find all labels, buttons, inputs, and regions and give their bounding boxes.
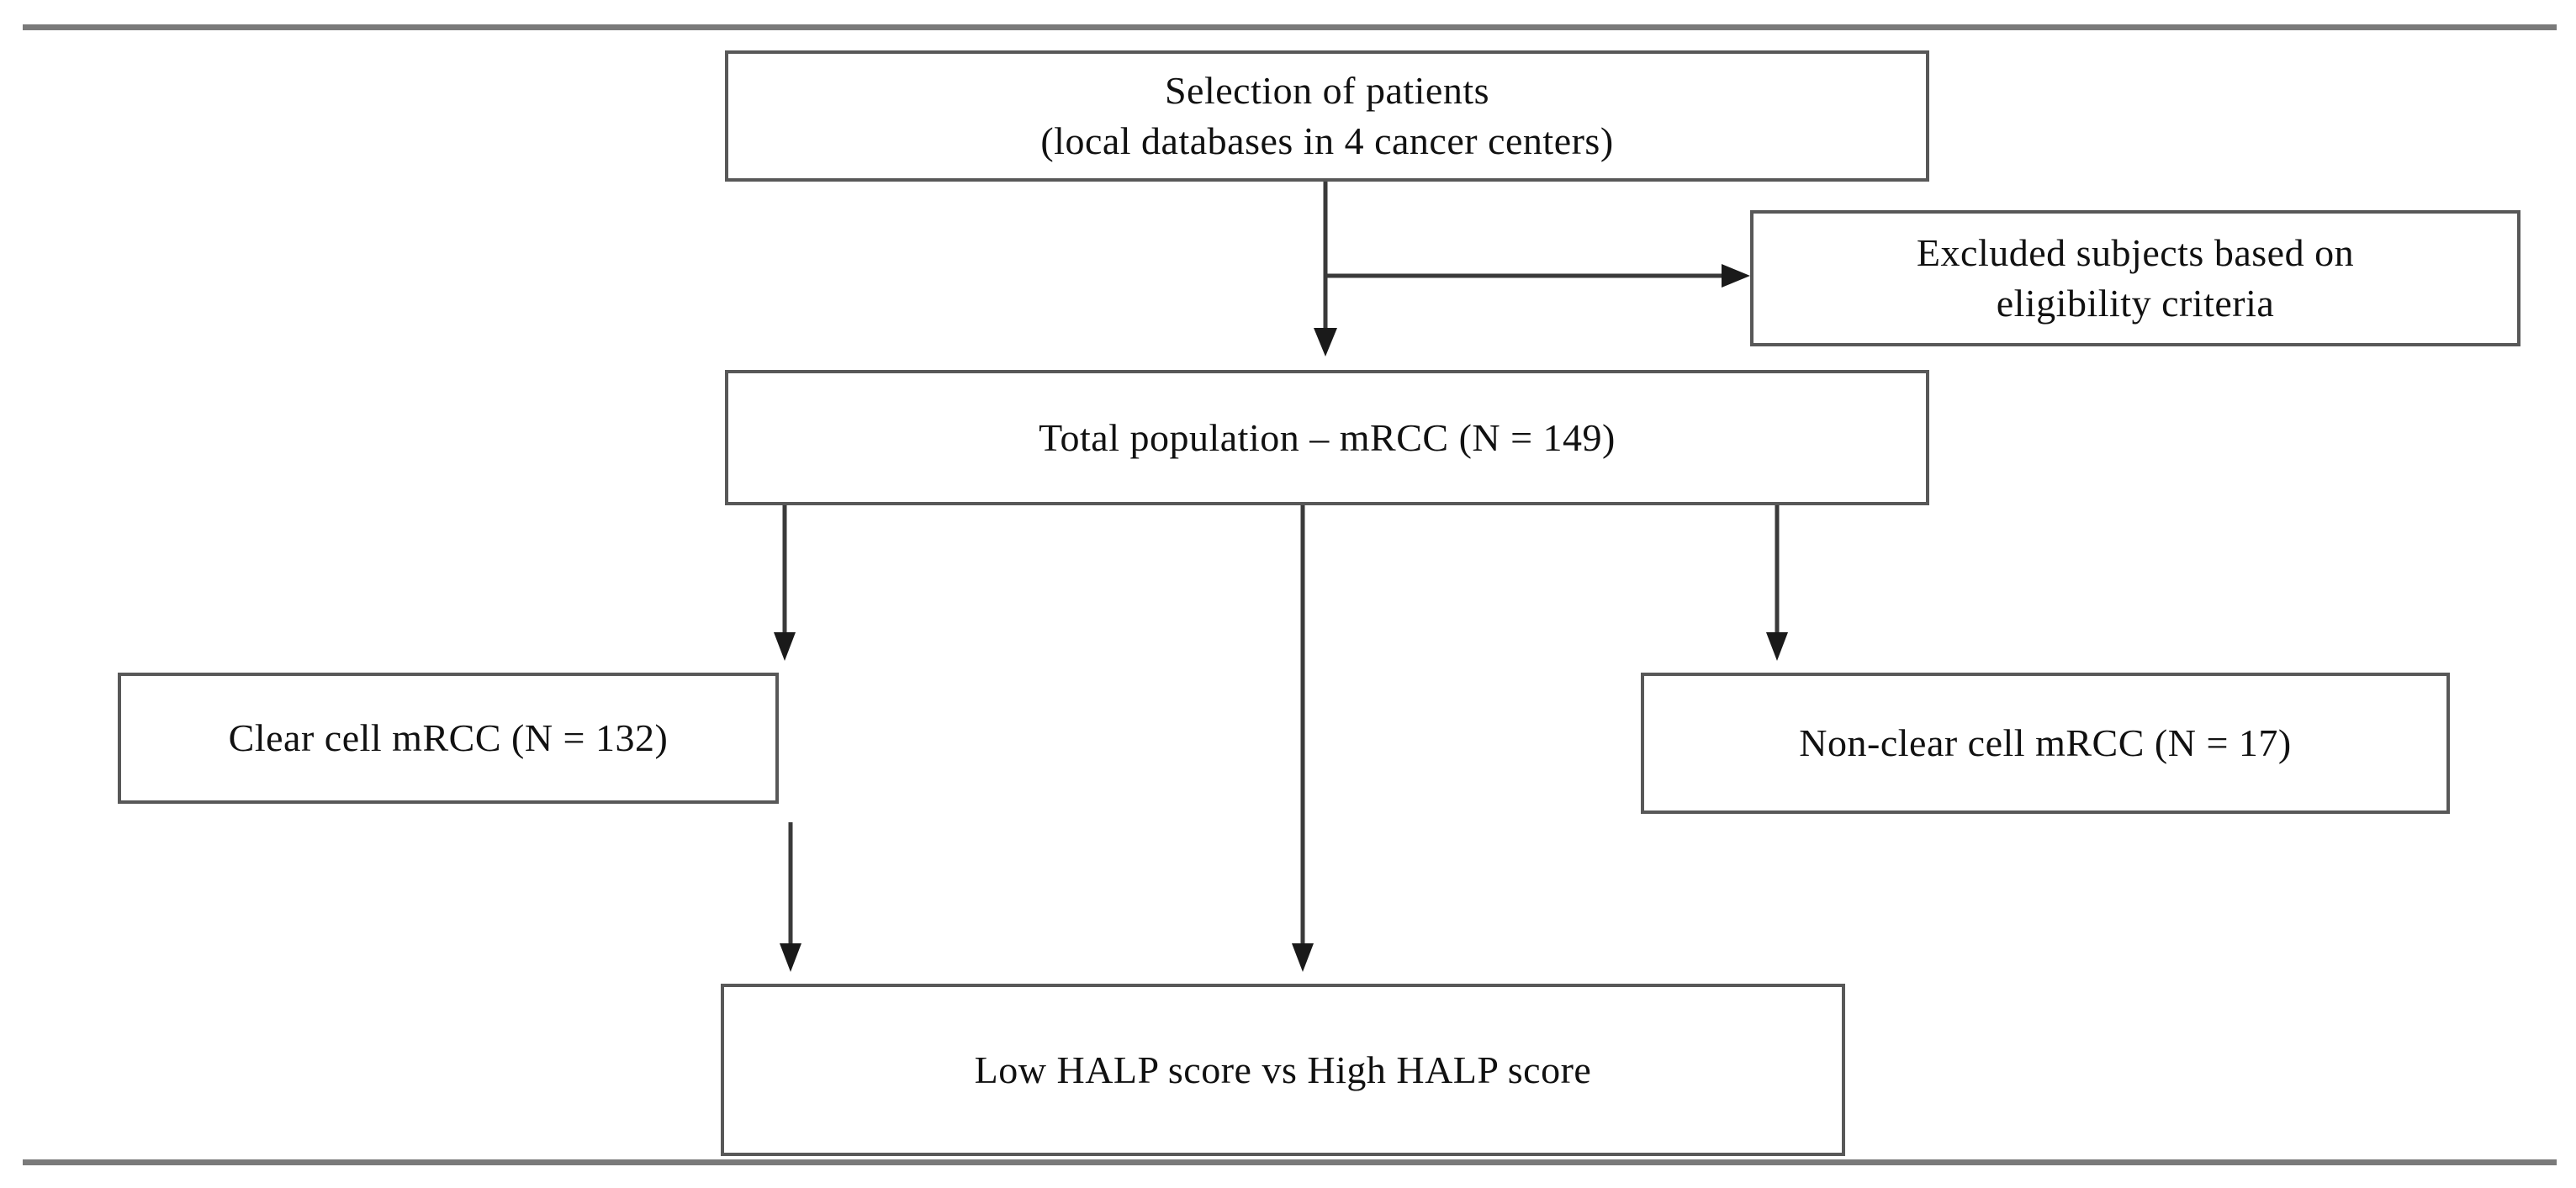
node-excluded-line-1: Excluded subjects based on	[1916, 231, 2355, 275]
node-selection-line-1: Selection of patients	[1164, 69, 1490, 113]
node-excluded-line-2: eligibility criteria	[1996, 282, 2275, 325]
edge-total-to-clear-cell-arrowhead	[774, 632, 796, 661]
edge-total-to-non-clear-cell-arrowhead	[1766, 632, 1788, 661]
node-non-clear-cell-mrcc[interactable]: Non-clear cell mRCC (N = 17)	[1641, 673, 2450, 814]
top-horizontal-rule	[23, 24, 2557, 30]
node-total-population[interactable]: Total population – mRCC (N = 149)	[725, 370, 1929, 505]
node-non-clear-cell-line-1: Non-clear cell mRCC (N = 17)	[1799, 721, 2292, 765]
node-excluded-subjects[interactable]: Excluded subjects based on eligibility c…	[1750, 210, 2520, 346]
edge-selection-to-excluded-arrowhead	[1722, 264, 1750, 288]
node-clear-cell-mrcc[interactable]: Clear cell mRCC (N = 132)	[118, 673, 779, 804]
edge-clear-cell-to-halp-arrowhead	[780, 943, 801, 972]
node-selection-of-patients[interactable]: Selection of patients (local databases i…	[725, 50, 1929, 182]
node-halp-line-1: Low HALP score vs High HALP score	[974, 1048, 1592, 1091]
node-total-line-1: Total population – mRCC (N = 149)	[1039, 415, 1616, 459]
node-selection-line-2: (local databases in 4 cancer centers)	[1040, 119, 1614, 162]
edge-total-to-halp-arrowhead	[1292, 943, 1314, 972]
bottom-horizontal-rule	[23, 1159, 2557, 1165]
edge-selection-to-total-arrowhead	[1314, 328, 1337, 356]
node-halp-score-comparison[interactable]: Low HALP score vs High HALP score	[721, 984, 1845, 1156]
node-clear-cell-line-1: Clear cell mRCC (N = 132)	[228, 716, 669, 760]
